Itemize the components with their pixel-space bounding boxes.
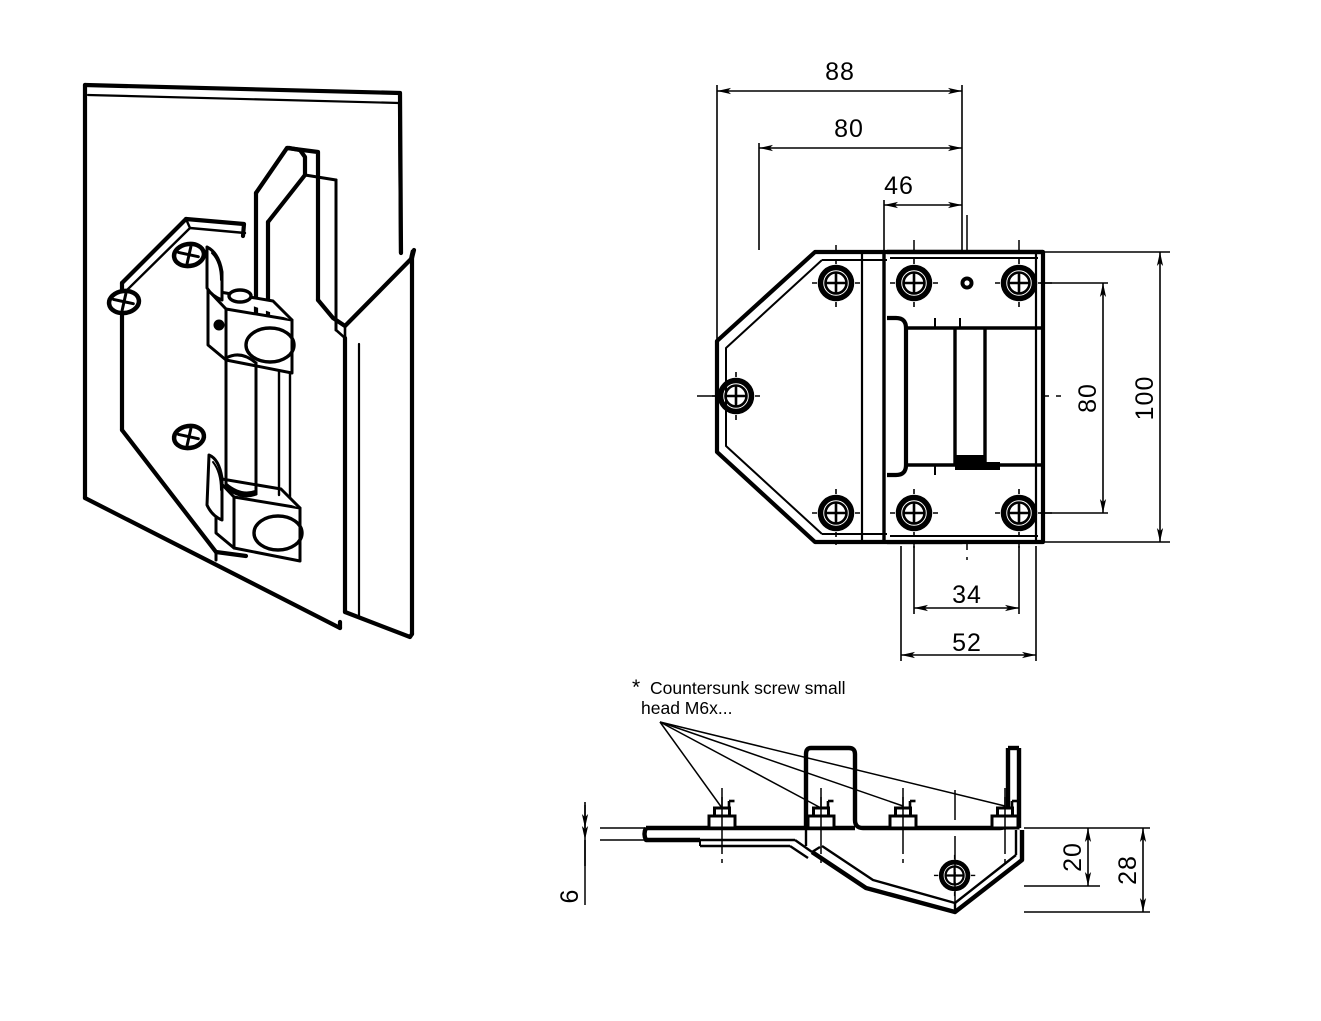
dim-88: 88	[825, 58, 855, 86]
note-line-2: head M6x...	[641, 698, 732, 718]
front-dimensions-right	[1040, 251, 1170, 543]
front-dimensions-bottom	[900, 546, 1037, 661]
bolt-icon	[888, 795, 918, 832]
section-frame-channel	[803, 745, 1022, 846]
section-bolts	[707, 795, 1020, 832]
section-dimension-6	[581, 802, 700, 866]
bolt-icon	[806, 795, 836, 832]
bolt-icon	[990, 795, 1020, 832]
dim-20: 20	[1059, 842, 1087, 872]
dim-80-vertical: 80	[1074, 383, 1102, 413]
isometric-view	[82, 82, 417, 640]
screw-note-leaders	[659, 721, 1006, 809]
section-hinge-body	[810, 830, 1025, 915]
iso-knuckle-ears	[205, 245, 224, 522]
dim-6: 6	[556, 889, 584, 904]
dim-46: 46	[884, 172, 914, 200]
front-frame-leaf	[887, 249, 1046, 545]
iso-frame-profile	[253, 145, 417, 640]
note-marker: *	[632, 676, 640, 699]
dim-28: 28	[1114, 855, 1142, 885]
screw-icon	[934, 855, 975, 896]
dim-34: 34	[952, 581, 982, 609]
section-dimensions-right	[1024, 827, 1150, 913]
dim-80-horizontal: 80	[834, 115, 864, 143]
dim-52: 52	[952, 629, 982, 657]
section-mounting-plate	[642, 825, 855, 859]
section-centerlines	[584, 788, 1006, 915]
dim-100: 100	[1131, 376, 1159, 421]
front-view: 88 80 46 80 100 34 52	[697, 58, 1170, 661]
note-line-1: Countersunk screw small	[650, 678, 845, 698]
section-view: * Countersunk screw small head M6x... 6 …	[556, 676, 1150, 915]
iso-screws	[106, 241, 207, 451]
front-dimensions-top	[716, 85, 963, 340]
front-screws	[712, 259, 1043, 537]
bolt-icon	[707, 795, 737, 832]
iso-door-panel	[82, 82, 404, 631]
iso-hinge-pin	[224, 353, 302, 563]
